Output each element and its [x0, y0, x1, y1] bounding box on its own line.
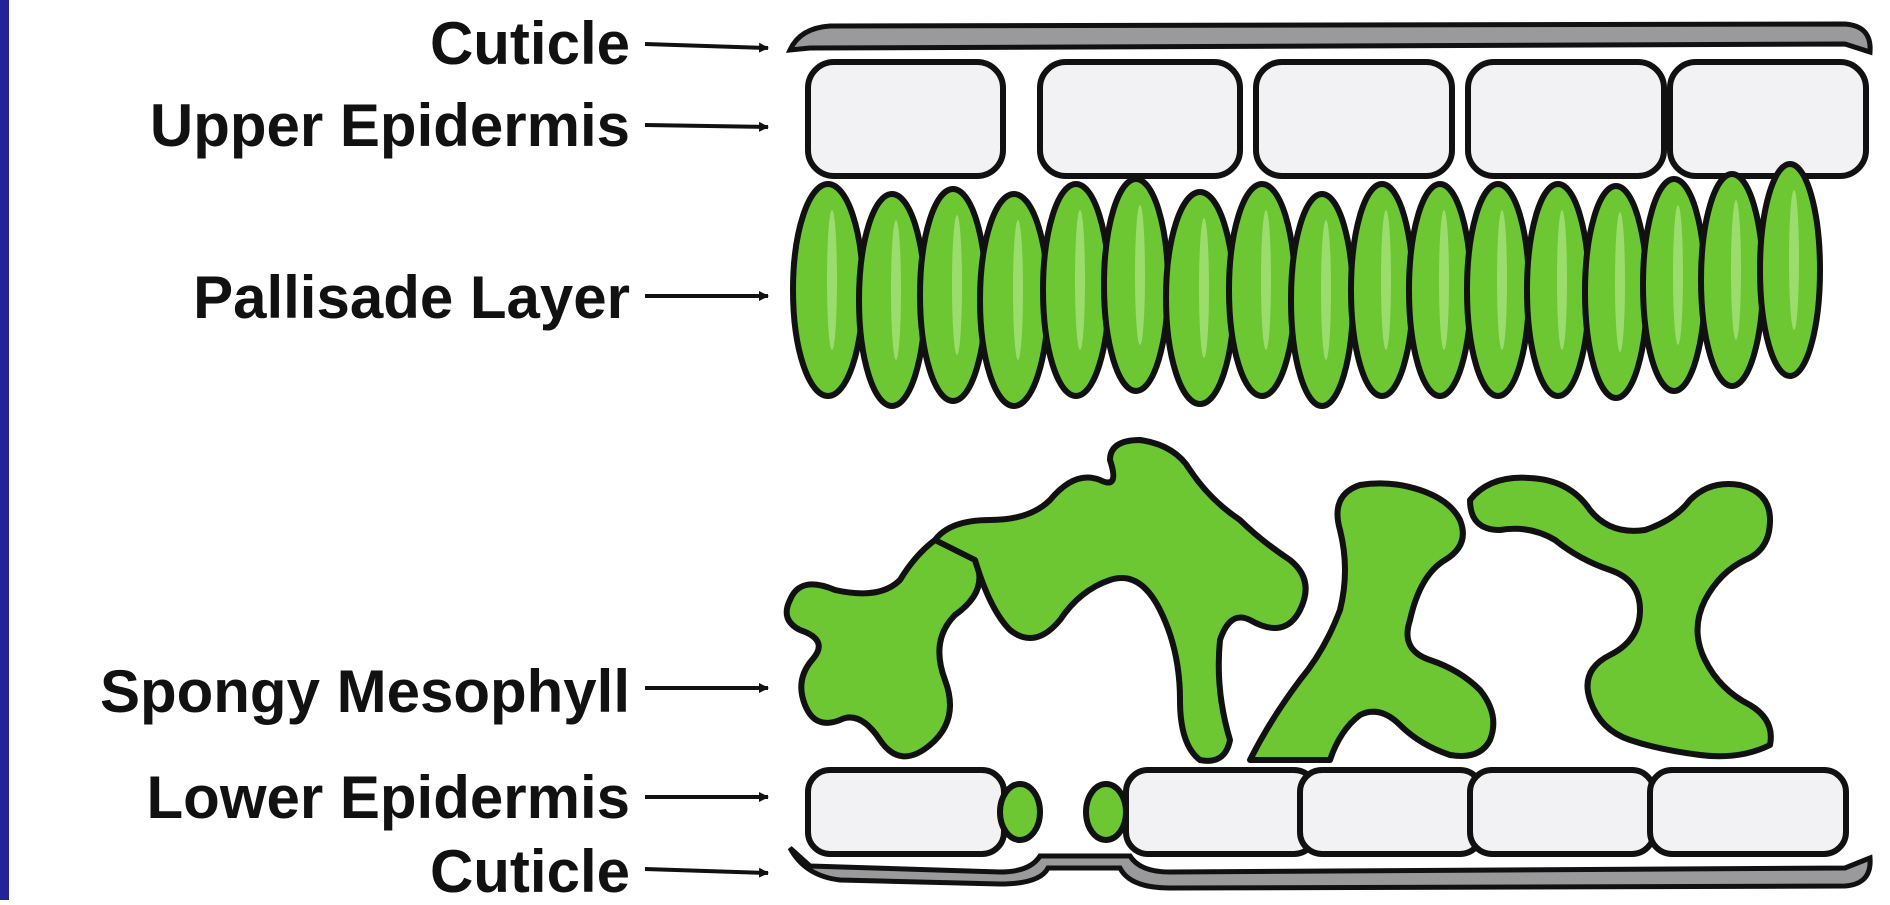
lower-epidermis-cells	[808, 770, 1846, 854]
upper-epidermis-cell	[1256, 62, 1452, 176]
lower-epidermis-cell	[1650, 770, 1846, 854]
palisade-cell-highlight	[952, 215, 962, 355]
spongy-cell	[1470, 478, 1771, 757]
palisade-cell-highlight	[1013, 220, 1023, 360]
palisade-cell-highlight	[1789, 190, 1799, 330]
palisade-cell-highlight	[1381, 210, 1391, 350]
arrow-upper-epidermis	[645, 125, 768, 127]
guard-cell-left	[1000, 784, 1040, 840]
upper-epidermis-cell	[1040, 62, 1240, 176]
palisade-cell-highlight	[1199, 218, 1209, 358]
palisade-cell-highlight	[1439, 210, 1449, 350]
spongy-cell	[787, 538, 980, 757]
label-arrows	[645, 44, 768, 873]
lower-epidermis-cell	[808, 770, 1004, 854]
palisade-cell-highlight	[1731, 200, 1741, 340]
spongy-cell	[935, 440, 1306, 761]
palisade-cell-highlight	[1497, 210, 1507, 350]
upper-cuticle	[790, 24, 1870, 52]
lower-epidermis-cell	[1470, 770, 1654, 854]
spongy-mesophyll-cells	[787, 440, 1771, 761]
palisade-cell-highlight	[1321, 220, 1331, 360]
palisade-cell-highlight	[827, 210, 837, 350]
palisade-cell-highlight	[891, 220, 901, 360]
guard-cell-right	[1086, 784, 1126, 840]
lower-epidermis-cell	[1126, 770, 1316, 854]
palisade-cell-highlight	[1615, 212, 1625, 352]
palisade-cell-highlight	[1261, 210, 1271, 350]
upper-epidermis-cell	[808, 62, 1003, 176]
arrow-cuticle-top	[645, 44, 768, 48]
palisade-cell-highlight	[1557, 210, 1567, 350]
palisade-cell-highlight	[1075, 210, 1085, 350]
stoma-guard-cells	[1000, 784, 1126, 840]
palisade-cells	[793, 164, 1820, 406]
upper-epidermis-cells	[808, 62, 1866, 176]
arrow-cuticle-bottom	[645, 869, 768, 873]
palisade-cell-highlight	[1673, 205, 1683, 345]
lower-epidermis-cell	[1300, 770, 1482, 854]
palisade-cell-highlight	[1135, 205, 1145, 345]
upper-epidermis-cell	[1670, 62, 1866, 176]
upper-epidermis-cell	[1468, 62, 1664, 176]
